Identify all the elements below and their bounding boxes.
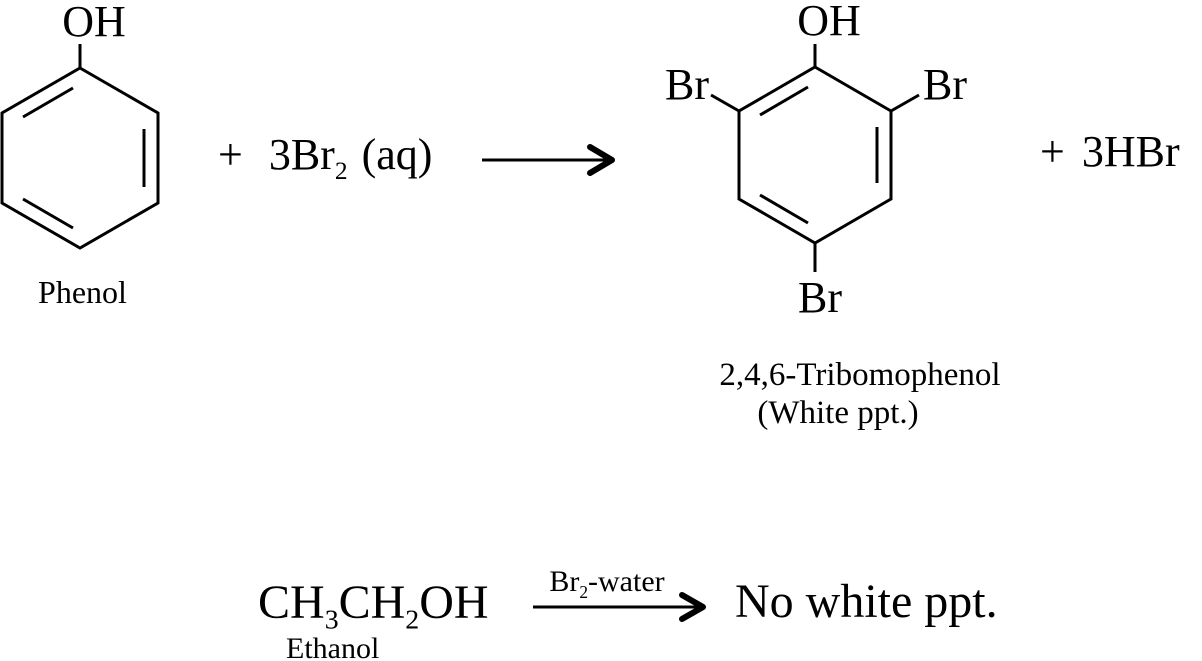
benzene-ring [737,65,893,245]
condition-subscript: 2 [579,582,589,602]
ethanol-name: Ethanol [286,632,380,661]
double-bond-line [759,85,809,117]
reaction-arrow [482,144,615,176]
tribromophenol-structure: OH Br Br Br [665,0,967,322]
double-bond-line [759,193,809,225]
condition-suffix: -water [588,565,665,598]
condition-label: Br2-water [532,565,682,602]
br-label-left: Br [665,60,709,109]
reagent-term: +3Br2 (aq) [218,130,433,183]
oh-label: OH [797,0,861,45]
benzene-ring [0,66,160,250]
product-name: 2,4,6-Tribomophenol [719,357,1001,393]
product-note: (White ppt.) [757,395,919,431]
byproduct-formula: 3HBr [1081,127,1180,176]
br-bond-right [890,93,920,113]
formula-subscript: 3 [324,604,339,636]
double-bond-line [22,197,74,230]
reagent-state: (aq) [361,130,433,179]
double-bond-line [22,86,74,119]
reagent-formula: 3Br2 (aq) [268,130,433,183]
formula-part: OH [419,576,489,629]
result-text: No white ppt. [735,575,998,628]
plus-sign: + [1040,127,1065,176]
arrow-head-icon [587,144,615,176]
arrow-head-icon [679,592,706,622]
condition-base: Br [549,565,580,598]
formula-part: CH [338,576,406,629]
oh-label: OH [62,0,126,46]
formula-subscript: 2 [405,604,420,636]
reaction-arrow [533,592,706,622]
br-label-right: Br [923,60,967,109]
byproduct-term: +3HBr [1040,127,1180,176]
plus-sign: + [218,130,243,179]
formula-part: CH [258,576,325,629]
phenol-name: Phenol [38,274,127,310]
reagent-subscript: 2 [334,155,348,185]
phenol-structure: OH [0,0,160,250]
ethanol-formula: CH3CH2OH [258,576,489,634]
br-bond-left [710,93,740,113]
br-label-bottom: Br [798,273,842,322]
reagent-base: 3Br [268,130,335,179]
product-caption: 2,4,6-Tribomophenol (White ppt.) [625,356,1095,432]
